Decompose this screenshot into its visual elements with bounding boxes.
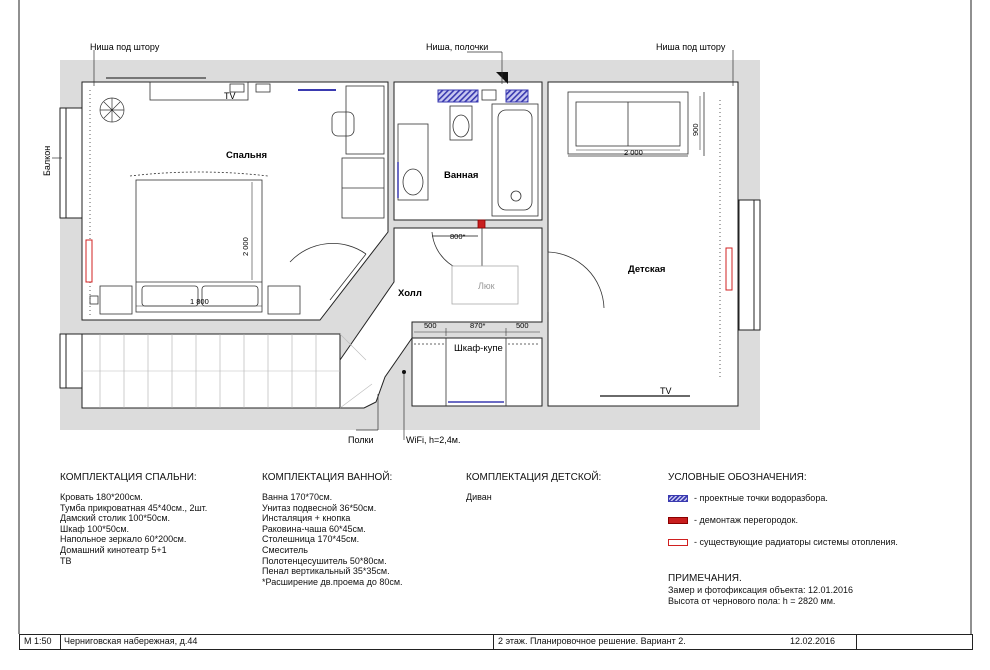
legend-demolition: - демонтаж перегородок.	[668, 515, 798, 525]
spec-bathroom-item: Пенал вертикальный 35*35см.	[262, 566, 390, 577]
spec-bathroom-item: *Расширение дв.проема до 80см.	[262, 576, 403, 587]
spec-bedroom-item: ТВ	[60, 555, 72, 566]
room-wardrobe: Шкаф-купе	[454, 343, 503, 354]
nightstand-left	[99, 285, 133, 315]
notes-title: ПРИМЕЧАНИЯ.	[668, 573, 742, 584]
demolition-swatch-icon	[668, 516, 688, 524]
note-line: Замер и фотофиксация объекта: 12.01.2016	[668, 585, 854, 595]
spec-bedroom-item: Домашний кинотеатр 5+1	[60, 544, 167, 555]
radiator-kids	[725, 247, 733, 291]
dim-sofa-depth: 900	[691, 123, 700, 136]
spec-bathroom-item: Полотенцесушитель 50*80см.	[262, 555, 387, 566]
callout-shelves-niche: Ниша, полочки	[426, 42, 488, 52]
spec-bathroom-item: Инсталяция + кнопка	[262, 513, 351, 524]
spec-bathroom-item: Смеситель	[262, 544, 308, 555]
callout-leaders	[52, 50, 734, 440]
spec-bedroom-item: Кровать 180*200см.	[60, 492, 143, 502]
bedroom-door	[289, 242, 367, 301]
wardrobe-floor	[411, 337, 543, 407]
spec-bedroom-title: КОМПЛЕКТАЦИЯ СПАЛЬНИ:	[60, 472, 197, 483]
spec-bathroom-item: Столешница 170*45см.	[262, 534, 360, 545]
spec-bedroom-item: Тумба прикроватная 45*40см., 2шт.	[60, 502, 208, 513]
dimension-lines	[136, 96, 701, 336]
hatch-label: Люк	[478, 281, 495, 291]
plant-icon	[99, 97, 125, 123]
spec-bathroom-item: Унитаз подвесной 36*50см.	[262, 502, 377, 513]
nightstand-right	[267, 285, 301, 315]
footer-address: Черниговская набережная, д.44	[64, 636, 198, 646]
kids-door	[547, 251, 605, 312]
demolition-partition	[477, 219, 486, 229]
tv-label-bedroom: TV	[224, 91, 236, 101]
kids-furniture	[567, 91, 721, 397]
bathtub	[491, 103, 539, 217]
room-kids: Детская	[628, 264, 665, 275]
note-line: Высота от чернового пола: h = 2820 мм.	[668, 595, 836, 606]
kids-floor	[547, 81, 739, 407]
staircase	[82, 333, 373, 409]
balcony-windows	[59, 107, 761, 389]
legend-radiators-label: - существующие радиаторы системы отоплен…	[694, 537, 898, 547]
spec-kids-list: Диван	[466, 492, 492, 503]
hatch	[451, 265, 519, 305]
spec-kids-item: Диван	[466, 492, 492, 502]
legend-demolition-label: - демонтаж перегородок.	[694, 515, 798, 525]
dim-wardrobe-right: 500	[516, 321, 529, 330]
legend-title: УСЛОВНЫЕ ОБОЗНАЧЕНИЯ:	[668, 472, 807, 483]
room-hall: Холл	[398, 288, 422, 299]
radiator-bedroom	[85, 239, 93, 283]
footer-date: 12.02.2016	[790, 636, 836, 646]
room-bathroom: Ванная	[444, 170, 478, 181]
spec-bathroom-item: Раковина-чаша 60*45см.	[262, 523, 366, 534]
legend-radiators: - существующие радиаторы системы отоплен…	[668, 537, 898, 547]
notes-list: Замер и фотофиксация объекта: 12.01.2016…	[668, 585, 853, 606]
wardrobe-compartments	[414, 338, 540, 406]
dim-wardrobe-mid: 870*	[470, 321, 486, 330]
legend-water-points: - проектные точки водоразбора.	[668, 493, 828, 503]
bed	[135, 179, 263, 313]
chair	[331, 111, 355, 137]
dim-bed-length: 2 000	[241, 237, 250, 256]
callout-curtain-left: Ниша под штору	[90, 42, 160, 52]
tv-label-kids: TV	[660, 386, 672, 396]
bedroom-floor	[81, 81, 389, 321]
water-swatch-icon	[668, 494, 688, 502]
spec-bedroom-item: Шкаф 100*50см.	[60, 523, 130, 534]
callout-balcony: Балкон	[42, 146, 52, 176]
spec-kids-title: КОМПЛЕКТАЦИЯ ДЕТСКОЙ:	[466, 472, 602, 483]
dim-door-bath: 800*	[450, 232, 466, 241]
footer-description: 2 этаж. Планировочное решение. Вариант 2…	[498, 636, 686, 646]
sofa	[567, 91, 689, 155]
tv-unit	[149, 81, 249, 101]
spec-bathroom-list: Ванна 170*70см. Унитаз подвесной 36*50см…	[262, 492, 403, 587]
water-point-2	[505, 89, 529, 103]
spec-bathroom-item: Ванна 170*70см.	[262, 492, 333, 502]
toilet	[449, 105, 473, 141]
spec-bedroom-list: Кровать 180*200см. Тумба прикроватная 45…	[60, 492, 207, 566]
bathroom-fixtures	[397, 103, 539, 217]
dim-bed-width: 1 800	[190, 297, 209, 306]
title-block: М 1:50 Черниговская набережная, д.44 2 э…	[19, 634, 973, 650]
spec-bedroom-item: Дамский столик 100*50см.	[60, 513, 171, 524]
legend-water-label: - проектные точки водоразбора.	[694, 493, 828, 503]
dim-wardrobe-left: 500	[424, 321, 437, 330]
sink	[402, 168, 424, 196]
dressing-table	[345, 85, 385, 155]
water-point-1	[437, 89, 479, 103]
footer-scale: М 1:50	[24, 636, 52, 646]
dim-sofa-width: 2 000	[624, 148, 643, 157]
callout-shelves-bottom: Полки	[348, 435, 374, 445]
spec-bedroom-item: Напольное зеркало 60*200см.	[60, 534, 187, 545]
room-bedroom: Спальня	[226, 150, 267, 161]
bathroom-floor	[393, 81, 543, 221]
callout-curtain-right: Ниша под штору	[656, 42, 726, 52]
radiator-swatch-icon	[668, 538, 688, 546]
callout-wifi: WiFi, h=2,4м.	[406, 435, 460, 445]
spec-bathroom-title: КОМПЛЕКТАЦИЯ ВАННОЙ:	[262, 472, 393, 483]
